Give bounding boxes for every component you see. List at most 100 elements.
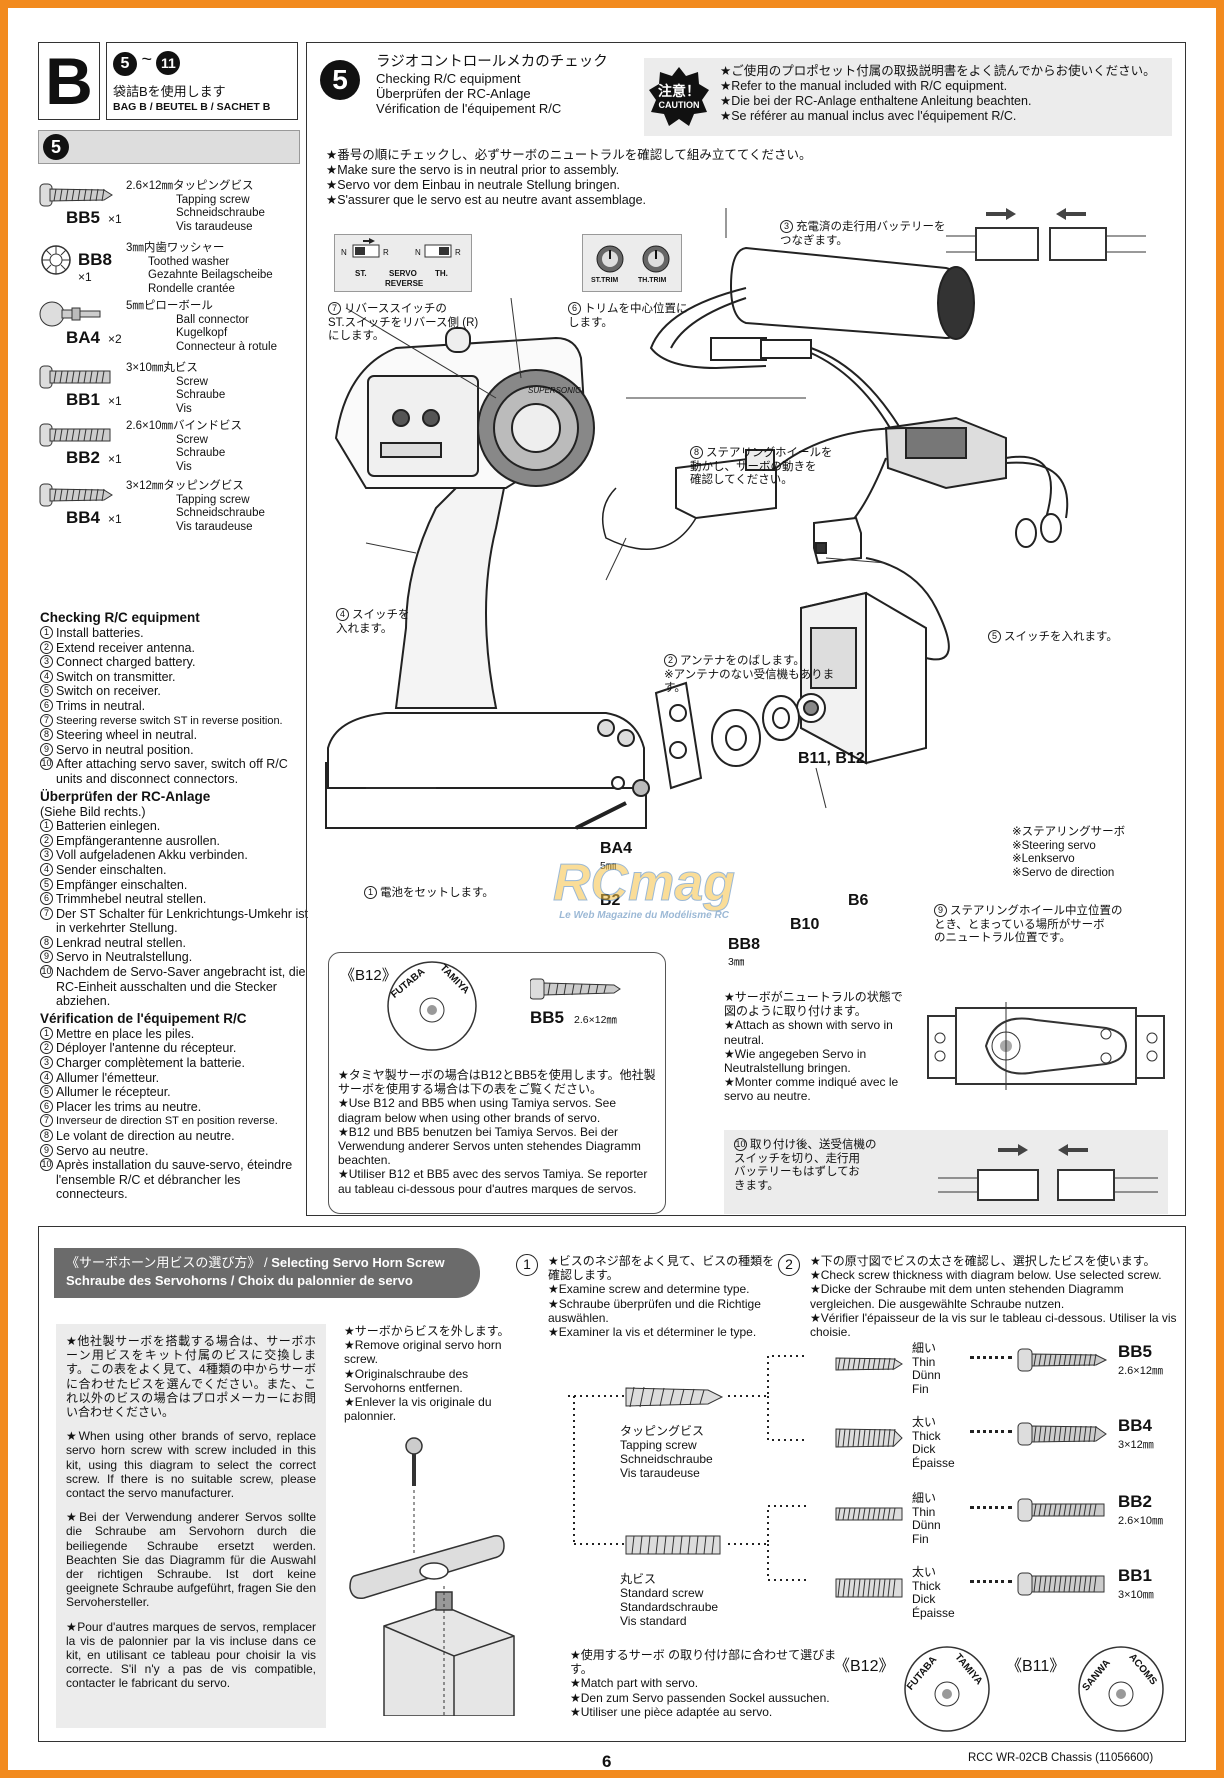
part-desc-line: Toothed washer xyxy=(148,255,230,268)
thickness-label-line: Fin xyxy=(912,1531,929,1546)
standard-screw-drawing xyxy=(625,1535,721,1555)
screw-result-size: 3×10㎜ xyxy=(1118,1589,1154,1601)
checklist-item-text: Servo in Neutralstellung. xyxy=(56,950,193,965)
transmitter-brand: SUPERSONIC xyxy=(528,386,581,395)
match-b12-horn xyxy=(904,1646,990,1732)
dotted-arrow xyxy=(970,1506,1012,1509)
b12-horn-drawing xyxy=(387,961,477,1051)
callout-8-text: ステアリングホイールを 動かし、サーボの動きを 確認してください。 xyxy=(690,447,833,486)
checklist-item-text: Switch on transmitter. xyxy=(56,669,176,684)
checklist-item-number: 5 xyxy=(40,877,53,891)
checklist-item-text: Steering reverse switch ST in reverse po… xyxy=(56,714,283,727)
servo-saver-parts-drawing xyxy=(575,681,800,830)
b12-box xyxy=(328,952,666,1214)
thickness-label-line: Thin xyxy=(912,1504,936,1519)
horn-note-line: ★Wie angegeben Servo in Neutralstellung … xyxy=(724,1046,867,1076)
switch-n-right: N xyxy=(415,248,421,257)
thickness-label-line: 細い xyxy=(912,1491,937,1505)
title-en: Checking R/C equipment xyxy=(376,71,521,86)
callout-6-text: トリムを中心位置に します。 xyxy=(568,303,688,329)
part-name: BB4 xyxy=(66,508,101,527)
label-b2: B2 xyxy=(600,892,621,909)
manual-page: B 5 ~ 11 袋詰Bを使用します BAG B / BEUTEL B / SA… xyxy=(8,8,1216,1771)
thickness-label-line: Thick xyxy=(912,1428,941,1443)
steering-servo-label: ※ステアリングサーボ※Steering servo※Lenkservo※Serv… xyxy=(1012,826,1182,880)
checklist-item-number: 9 xyxy=(40,742,53,756)
caution-text: ★ご使用のプロポセット付属の取扱説明書をよく読んでからお使いください。★Refe… xyxy=(720,64,1172,124)
reverse-switch-panel: N R N R ST. SERVO TH. REVERSE xyxy=(334,234,472,292)
checklist-item-text: Empfängerantenne ausrollen. xyxy=(56,833,221,848)
step-range-end: 11 xyxy=(156,51,181,75)
checklist-item-text: Install batteries. xyxy=(56,626,144,640)
neutral-note: ★番号の順にチェックし、必ずサーボのニュートラルを確認して組み立ててください。★… xyxy=(326,148,886,208)
step1-line: ★ビスのネジ部をよく見て、ビスの種類を確認します。 xyxy=(548,1254,775,1283)
checklist-item-text: Servo au neutre. xyxy=(56,1143,149,1158)
part-desc-line: Tapping screw xyxy=(176,493,250,506)
checklist-item-text: Trimmhebel neutral stellen. xyxy=(56,892,207,907)
step2-line: ★Dicke der Schraube mit dem unten stehen… xyxy=(810,1282,1124,1311)
part-icon xyxy=(39,423,111,447)
part-desc-line: Gezahnte Beilagscheibe xyxy=(148,269,273,281)
intro-line: ★When using other brands of servo, repla… xyxy=(66,1429,316,1501)
part-desc-line: Schraube xyxy=(176,389,226,401)
part-desc-line: Schneidschraube xyxy=(176,507,265,519)
step5-title: ラジオコントロールメカのチェック Checking R/C equipment … xyxy=(376,54,608,116)
connect-connector-drawing xyxy=(946,208,1146,261)
thread-sample xyxy=(835,1507,903,1521)
part-name: BB2 xyxy=(66,448,101,467)
part-icon xyxy=(39,483,113,507)
checklist-item-text: Mettre en place les piles. xyxy=(56,1026,195,1041)
section-letter: B xyxy=(45,44,93,118)
match-line: ★Match part with servo. xyxy=(570,1676,699,1691)
b12-screw-name: BB5 xyxy=(530,1008,565,1027)
callout-3-text: 充電済の走行用バッテリーを つなぎます。 xyxy=(780,221,946,247)
remove-screw-note: ★サーボからビスを外します。★Remove original servo hor… xyxy=(344,1324,514,1423)
switch-n-left: N xyxy=(341,248,347,257)
thickness-label-line: Dick xyxy=(912,1592,936,1606)
checklist-item-text: Inverseur de direction ST en position re… xyxy=(56,1115,278,1128)
selection-intro: ★他社製サーボを搭載する場合は、サーボホーン用ビスをキット付属のビスに交換します… xyxy=(56,1324,326,1728)
receiver-drawing xyxy=(601,427,907,550)
checklist-item-number: 6 xyxy=(40,698,53,712)
thickness-label-line: Fin xyxy=(912,1381,929,1396)
disconnect-connector-drawing xyxy=(938,1144,1158,1201)
match-line: ★Den zum Servo passenden Sockel aussuche… xyxy=(570,1690,830,1705)
caution-line: ★ご使用のプロポセット付属の取扱説明書をよく読んでからお使いください。 xyxy=(720,64,1156,78)
checklist-item-text: Lenkrad neutral stellen. xyxy=(56,935,186,950)
trim-panel: ST.TRIM TH.TRIM xyxy=(582,234,682,292)
part-name: BB1 xyxy=(66,390,101,409)
part-icon xyxy=(39,301,101,327)
checklist-item-text: Placer les trims au neutre. xyxy=(56,1099,202,1114)
part-desc-line: Tapping screw xyxy=(176,193,250,206)
trim-st-label: ST.TRIM xyxy=(591,277,619,284)
intro-line: ★Pour d'autres marques de servos, rempla… xyxy=(66,1619,316,1691)
neutral-note-line: ★Servo vor dem Einbau in neutrale Stellu… xyxy=(326,178,621,192)
intro-line: ★他社製サーボを搭載する場合は、サーボホーン用ビスをキット付属のビスに交換します… xyxy=(66,1334,316,1420)
step5-main-box xyxy=(306,42,1186,1216)
neutral-note-line: ★Make sure the servo is in neutral prior… xyxy=(326,163,620,177)
step2-line: ★Check screw thickness with diagram belo… xyxy=(810,1268,1162,1283)
selection-box xyxy=(38,1226,1186,1742)
switch-th: TH. xyxy=(435,269,448,278)
b12-screw-size: 2.6×12㎜ xyxy=(574,1014,617,1026)
label-b10: B10 xyxy=(790,916,820,933)
thickness-label-line: Thick xyxy=(912,1578,941,1593)
thickness-label-line: 太い xyxy=(912,1415,937,1429)
part-desc-line: Kugelkopf xyxy=(176,327,228,339)
